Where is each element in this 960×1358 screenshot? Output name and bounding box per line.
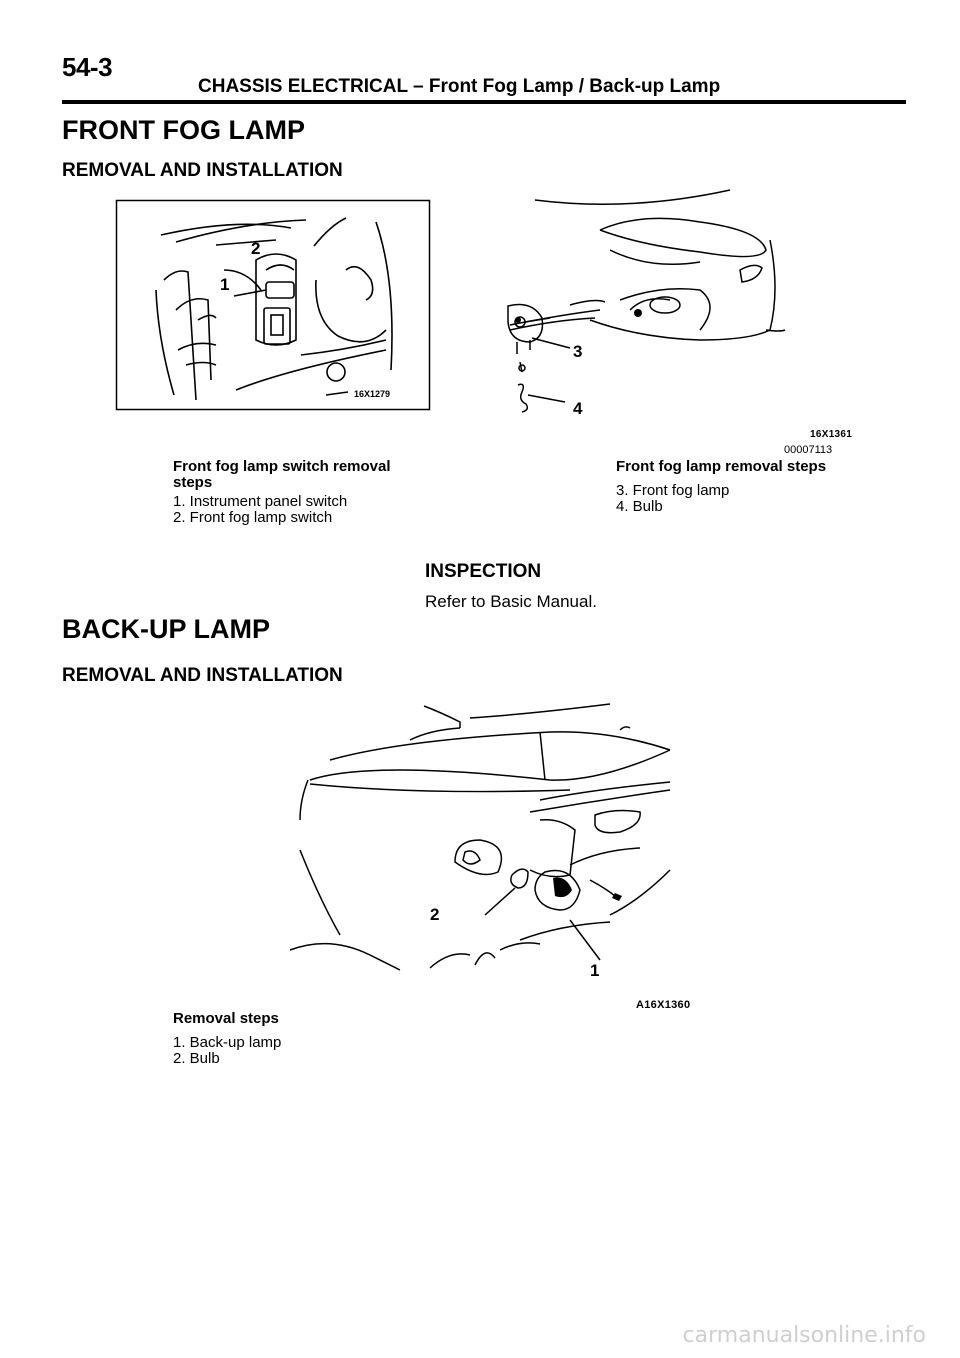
backup-removal-steps: Removal steps 1. Back-up lamp 2. Bulb (173, 1011, 433, 1067)
backup-subheading: REMOVAL AND INSTALLATION (62, 665, 343, 686)
switch-steps-title-line1: Front fog lamp switch removal (173, 458, 391, 475)
backup-step-1: 1. Back-up lamp (173, 1034, 282, 1051)
section-heading-backup-lamp: BACK-UP LAMP (62, 614, 270, 644)
backup-lamp-figure: 2 1 (270, 700, 700, 985)
figure-code: 16X1279 (354, 389, 390, 399)
callout-1: 1 (220, 275, 229, 294)
fog-lamp-figure-code2: 00007113 (784, 444, 833, 456)
lamp-step-3: 3. Front fog lamp (616, 482, 730, 499)
callout-4: 4 (573, 399, 583, 418)
switch-removal-steps: Front fog lamp switch removal steps 1. I… (173, 459, 433, 526)
backup-step-2: 2. Bulb (173, 1050, 220, 1067)
fog-switch-figure: 2 1 16X1279 (115, 199, 431, 411)
section-heading-fog-lamp: FRONT FOG LAMP (62, 115, 305, 145)
switch-steps-title-line2: steps (173, 474, 213, 491)
callout-3: 3 (573, 342, 582, 361)
callout-2-backup: 2 (430, 905, 439, 924)
header-rule (62, 100, 906, 104)
backup-figure-code: A16X1360 (636, 999, 691, 1011)
inspection-text: Refer to Basic Manual. (425, 592, 597, 611)
lamp-steps-title: Front fog lamp removal steps (616, 458, 827, 475)
fog-lamp-illustration: 3 4 (507, 189, 786, 418)
backup-steps-title: Removal steps (173, 1010, 279, 1027)
callout-2: 2 (251, 239, 260, 258)
lamp-step-4: 4. Bulb (616, 498, 663, 515)
switch-step-1: 1. Instrument panel switch (173, 493, 348, 510)
callout-1-backup: 1 (590, 961, 599, 980)
watermark: carmanualsonline.info (682, 1323, 926, 1348)
fog-lamp-removal-steps: Front fog lamp removal steps 3. Front fo… (616, 459, 876, 515)
inspection-heading: INSPECTION (425, 561, 542, 582)
backup-lamp-illustration: 2 1 (289, 703, 671, 980)
fog-lamp-figure: 3 4 (470, 189, 800, 425)
page-title: CHASSIS ELECTRICAL – Front Fog Lamp / Ba… (198, 76, 721, 97)
page-number: 54-3 (62, 52, 113, 82)
fog-lamp-figure-code: 16X1361 (810, 429, 853, 440)
subheading-removal-installation: REMOVAL AND INSTALLATION (62, 160, 343, 181)
switch-step-2: 2. Front fog lamp switch (173, 509, 333, 526)
fog-switch-illustration: 2 1 16X1279 (115, 199, 431, 411)
